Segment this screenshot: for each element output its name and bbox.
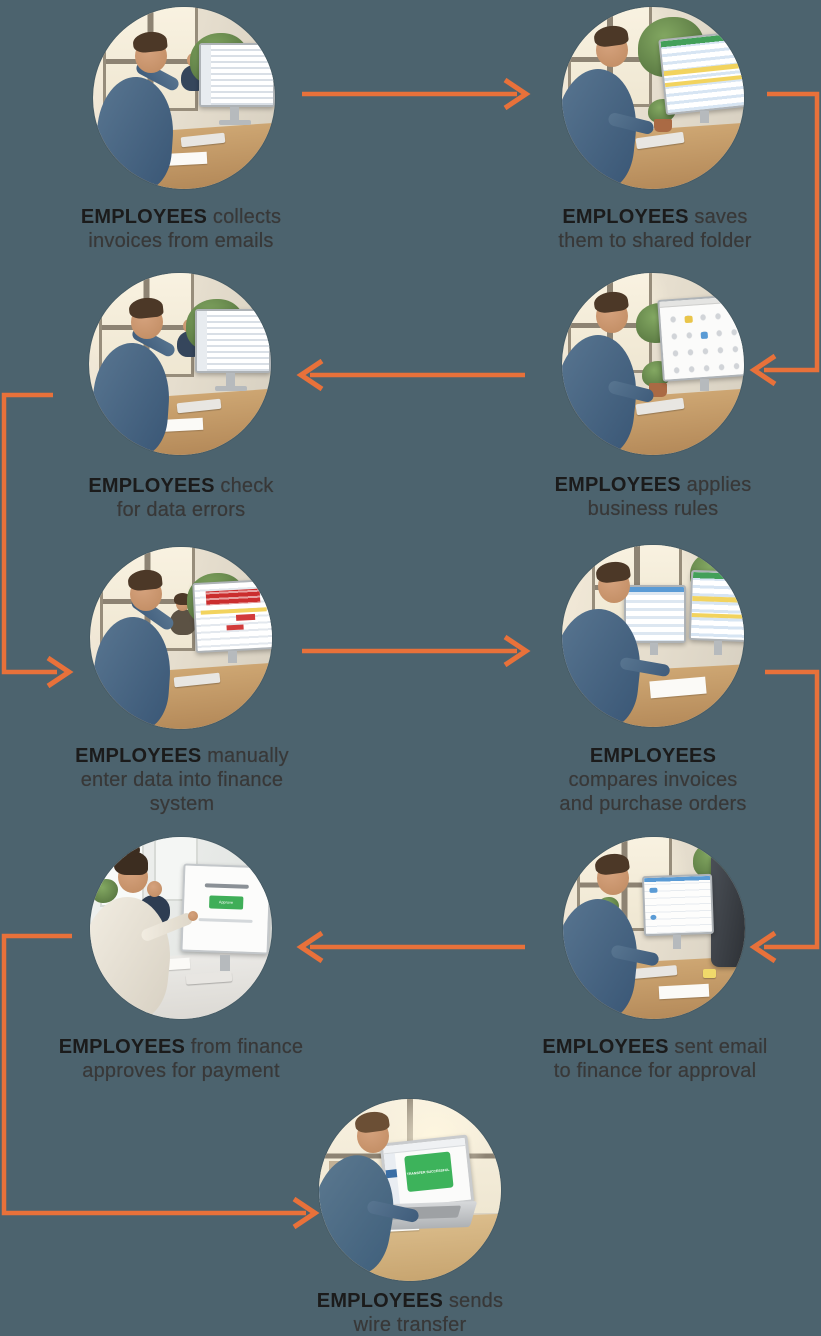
monitor xyxy=(641,873,715,937)
monitor-stand xyxy=(700,379,709,391)
arrowhead-left-icon xyxy=(749,930,777,964)
caption-line: to finance for approval xyxy=(553,1060,757,1082)
arrowhead-left-icon xyxy=(749,353,777,387)
caption-wire-transfer: EMPLOYEES sends wire transfer xyxy=(255,1289,565,1336)
caption-action: collects xyxy=(207,206,282,228)
transfer-success-panel: TRANSFER SUCCESSFUL xyxy=(403,1151,454,1193)
photo-email-finance xyxy=(563,837,745,1019)
caption-actor: EMPLOYEES xyxy=(80,206,208,228)
monitor xyxy=(658,30,744,116)
monitor-stand xyxy=(220,955,230,971)
arrow-check-to-enter xyxy=(1,392,57,675)
laptop-screen: TRANSFER SUCCESSFUL xyxy=(379,1134,475,1212)
monitor xyxy=(195,309,271,373)
photo-manual-data-entry xyxy=(90,547,272,729)
photo-save-shared-folder xyxy=(562,7,744,189)
monitor-stand xyxy=(226,373,235,387)
arrow-compare-to-email xyxy=(764,669,820,950)
email-message-screen xyxy=(644,875,712,935)
caption-line: invoices from emails xyxy=(88,230,274,252)
invoice-list-screen xyxy=(626,587,684,641)
photo-wire-transfer: TRANSFER SUCCESSFUL xyxy=(319,1099,501,1281)
caption-line: compares invoices xyxy=(568,769,738,791)
caption-line: business rules xyxy=(587,498,719,520)
email-list-screen xyxy=(201,45,273,105)
caption-email-finance: EMPLOYEES sent email to finance for appr… xyxy=(500,1035,810,1083)
monitor-stand xyxy=(673,935,681,949)
error-cell xyxy=(235,613,256,621)
monitor-base xyxy=(219,120,251,125)
arrow-save-to-apply xyxy=(764,91,820,373)
folder-icon xyxy=(684,315,693,324)
monitor xyxy=(199,43,275,107)
arrowhead-left-icon xyxy=(296,930,324,964)
caption-line: EMPLOYEES collects xyxy=(26,205,336,229)
file-icon xyxy=(700,331,709,340)
right-monitor xyxy=(688,569,744,643)
arrowhead-right-icon xyxy=(292,1196,320,1230)
caption-line: EMPLOYEES manually xyxy=(75,745,289,767)
caption-line: wire transfer xyxy=(353,1314,467,1336)
caption-line: EMPLOYEES xyxy=(589,745,717,767)
caption-line: enter data into finance xyxy=(80,769,284,791)
approve-button: Approve xyxy=(209,894,244,910)
error-banner xyxy=(200,585,266,609)
caption-line: EMPLOYEES sent email xyxy=(542,1036,768,1058)
colleague-hair xyxy=(174,593,191,605)
plant-pot xyxy=(654,119,672,132)
hair-bun-knot xyxy=(124,843,140,857)
photo-check-data-errors xyxy=(89,273,271,455)
error-cell xyxy=(226,624,244,631)
monitor xyxy=(192,578,272,654)
email-list-screen xyxy=(197,311,269,371)
caption-line: EMPLOYEES check xyxy=(88,475,274,497)
caption-save-shared-folder: EMPLOYEES saves them to shared folder xyxy=(500,205,810,253)
caption-line: approves for payment xyxy=(82,1060,280,1082)
monitor-stand xyxy=(700,111,709,123)
caption-line: them to shared folder xyxy=(558,230,752,252)
pointing-hand xyxy=(188,911,198,921)
monitor-base xyxy=(215,386,247,391)
monitor-stand xyxy=(230,107,239,121)
caption-line: for data errors xyxy=(116,499,246,521)
photo-compare-invoices xyxy=(562,545,744,727)
monitor-stand xyxy=(228,651,237,663)
caption-line: EMPLOYEES sends xyxy=(316,1290,504,1312)
caption-compare-invoices: EMPLOYEES compares invoices and purchase… xyxy=(498,744,808,816)
monitor-stand xyxy=(650,643,658,655)
caption-line: EMPLOYEES saves xyxy=(562,206,748,228)
caption-line: and purchase orders xyxy=(559,793,747,815)
photo-collect-invoices xyxy=(93,7,275,189)
arrowhead-right-icon xyxy=(503,77,531,111)
caption-line: EMPLOYEES from finance xyxy=(58,1036,304,1058)
arrowhead-left-icon xyxy=(296,358,324,392)
arrowhead-right-icon xyxy=(46,655,74,689)
colleague-head xyxy=(147,881,162,897)
caption-collect-invoices: EMPLOYEES collects invoices from emails xyxy=(26,205,336,253)
caption-apply-business-rules: EMPLOYEES applies business rules xyxy=(498,473,808,521)
send-button xyxy=(649,887,658,894)
caption-manual-data-entry: EMPLOYEES manually enter data into finan… xyxy=(27,744,337,816)
caption-line: system xyxy=(149,793,215,815)
caption-check-data-errors: EMPLOYEES check for data errors xyxy=(26,474,336,522)
caption-line: EMPLOYEES applies xyxy=(554,474,752,496)
left-monitor xyxy=(624,585,686,643)
arrow-approve-to-wire xyxy=(1,933,306,1216)
caption-finance-approves: EMPLOYEES from finance approves for paym… xyxy=(26,1035,336,1083)
photo-apply-business-rules xyxy=(562,273,744,455)
arrowhead-right-icon xyxy=(503,634,531,668)
monitor: Approve xyxy=(180,863,272,955)
monitor-stand xyxy=(714,641,722,655)
notebook xyxy=(658,983,710,1000)
sticky-notes xyxy=(703,969,716,978)
second-monitor-back xyxy=(711,851,745,967)
monitor xyxy=(657,294,744,382)
photo-finance-approves: Approve xyxy=(90,837,272,1019)
purchase-order-screen xyxy=(690,572,744,640)
